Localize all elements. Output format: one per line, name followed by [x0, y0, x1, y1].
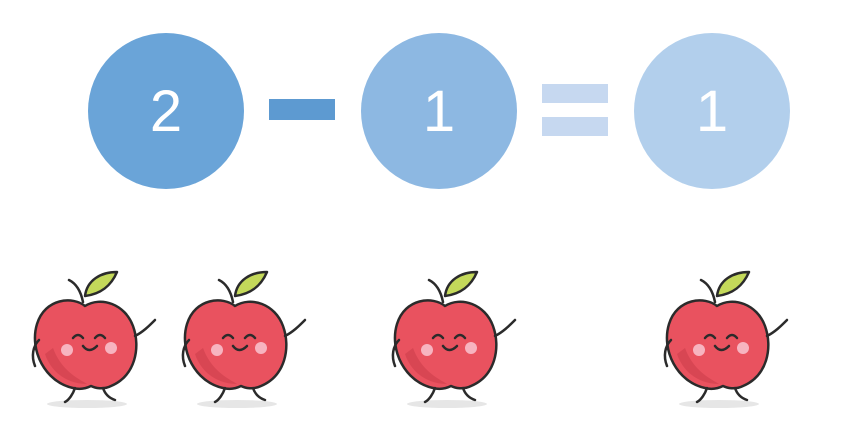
minus-sign — [269, 99, 335, 120]
equals-sign-bottom-bar — [542, 117, 608, 136]
operand-b-circle: 1 — [361, 33, 517, 189]
apple-character-1 — [31, 270, 157, 408]
result-circle: 1 — [634, 33, 790, 189]
apple-character-3 — [391, 270, 517, 408]
operand-a-value: 2 — [149, 78, 183, 144]
equals-sign-top-bar — [542, 84, 608, 103]
operand-b-value: 1 — [422, 78, 456, 144]
result-value: 1 — [695, 78, 729, 144]
apple-character-2 — [181, 270, 307, 408]
operand-a-circle: 2 — [88, 33, 244, 189]
apple-character-4 — [663, 270, 789, 408]
